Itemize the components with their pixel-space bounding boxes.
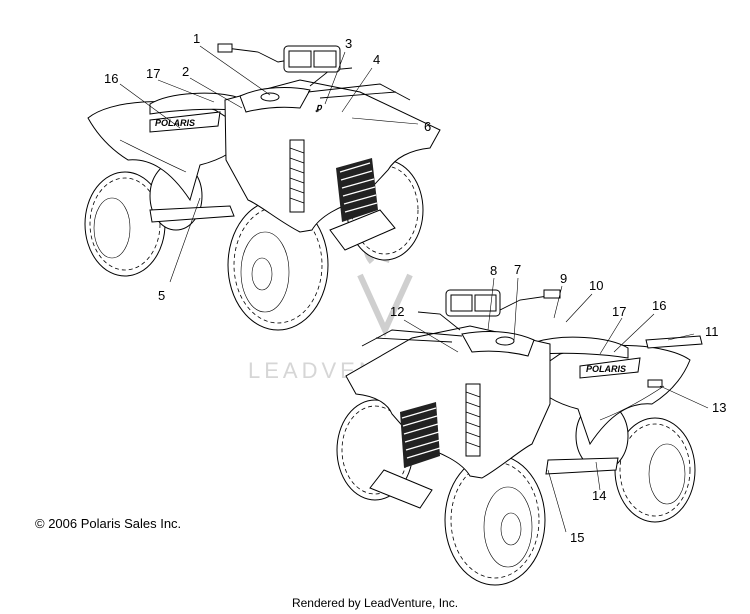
callout-14: 14: [592, 488, 606, 503]
callout-12: 12: [390, 304, 404, 319]
callout-10: 10: [589, 278, 603, 293]
callout-11: 11: [705, 324, 719, 339]
callout-8: 8: [490, 263, 497, 278]
atv-front-left-view: POLARIS ꝑ: [84, 43, 441, 331]
callout-numbers: 1 2 3 4 5 6 16 17 7 8 9 10 11 12 13 14 1…: [104, 31, 726, 545]
callout-9: 9: [560, 271, 567, 286]
callout-6: 6: [424, 119, 431, 134]
callout-15: 15: [570, 530, 584, 545]
callout-4: 4: [373, 52, 380, 67]
rendered-by-footer: Rendered by LeadVenture, Inc.: [291, 596, 459, 610]
callout-17-bottom: 17: [612, 304, 626, 319]
callout-17-top: 17: [146, 66, 160, 81]
callout-2: 2: [182, 64, 189, 79]
polaris-decal-text: POLARIS: [155, 118, 195, 128]
atv-front-right-view: POLARIS: [336, 289, 703, 586]
callout-7: 7: [514, 262, 521, 277]
svg-text:ꝑ: ꝑ: [315, 102, 323, 113]
callout-16-top: 16: [104, 71, 118, 86]
callout-16-bottom: 16: [652, 298, 666, 313]
copyright-notice: © 2006 Polaris Sales Inc.: [35, 516, 182, 531]
callout-5: 5: [158, 288, 165, 303]
callout-1: 1: [193, 31, 200, 46]
polaris-decal-text-2: POLARIS: [586, 364, 626, 374]
callout-13: 13: [712, 400, 726, 415]
callout-3: 3: [345, 36, 352, 51]
leader-lines: [119, 45, 709, 533]
